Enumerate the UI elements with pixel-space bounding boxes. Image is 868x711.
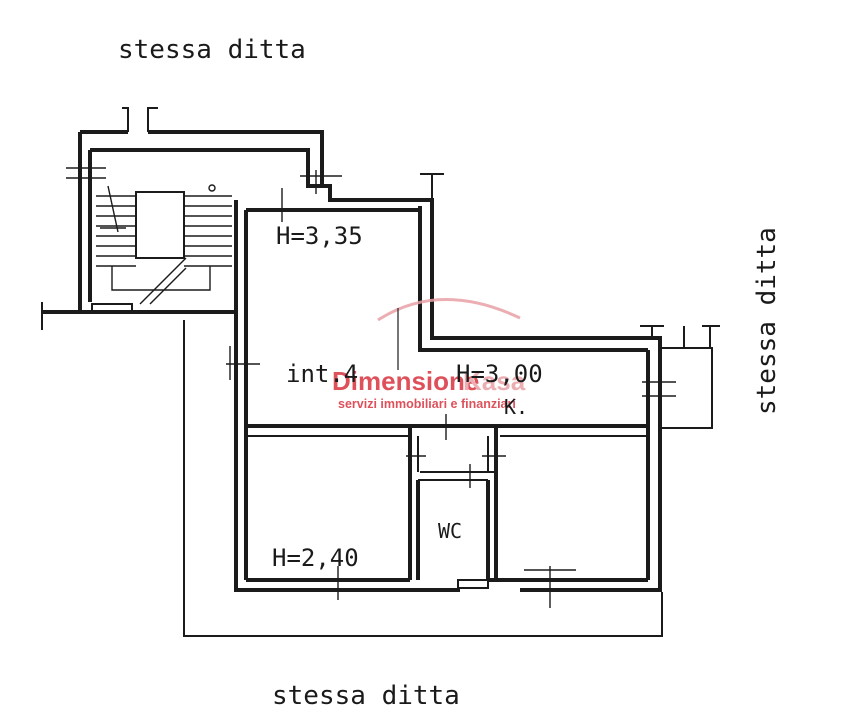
chimney-vents xyxy=(420,173,720,348)
property-boundary xyxy=(183,320,713,637)
unit-label: int.4 xyxy=(286,360,358,388)
wc-label: WC xyxy=(438,519,462,543)
watermark-roof-icon xyxy=(377,298,521,322)
opening-marks xyxy=(66,167,676,608)
stairwell xyxy=(41,107,434,330)
height-label-middle: H=3,00 xyxy=(456,360,543,388)
watermark-brand-part2: Kasa xyxy=(463,366,526,396)
label-top-neighbor: stessa ditta xyxy=(118,35,306,65)
stair-treads-left xyxy=(96,195,136,267)
watermark-brand-part1: Dimensione xyxy=(332,366,479,396)
kitchen-label: K. xyxy=(504,395,528,419)
watermark-tagline: servizi immobiliari e finanziari xyxy=(338,397,516,411)
label-bottom-neighbor: stessa ditta xyxy=(272,681,460,711)
height-label-lower: H=2,40 xyxy=(272,544,359,572)
label-right-neighbor: stessa ditta xyxy=(752,227,782,415)
height-label-upper: H=3,35 xyxy=(276,222,363,250)
stair-treads-right xyxy=(184,195,232,267)
apartment-walls xyxy=(234,200,662,592)
watermark: Dimensione Kasa servizi immobiliari e fi… xyxy=(332,298,526,411)
